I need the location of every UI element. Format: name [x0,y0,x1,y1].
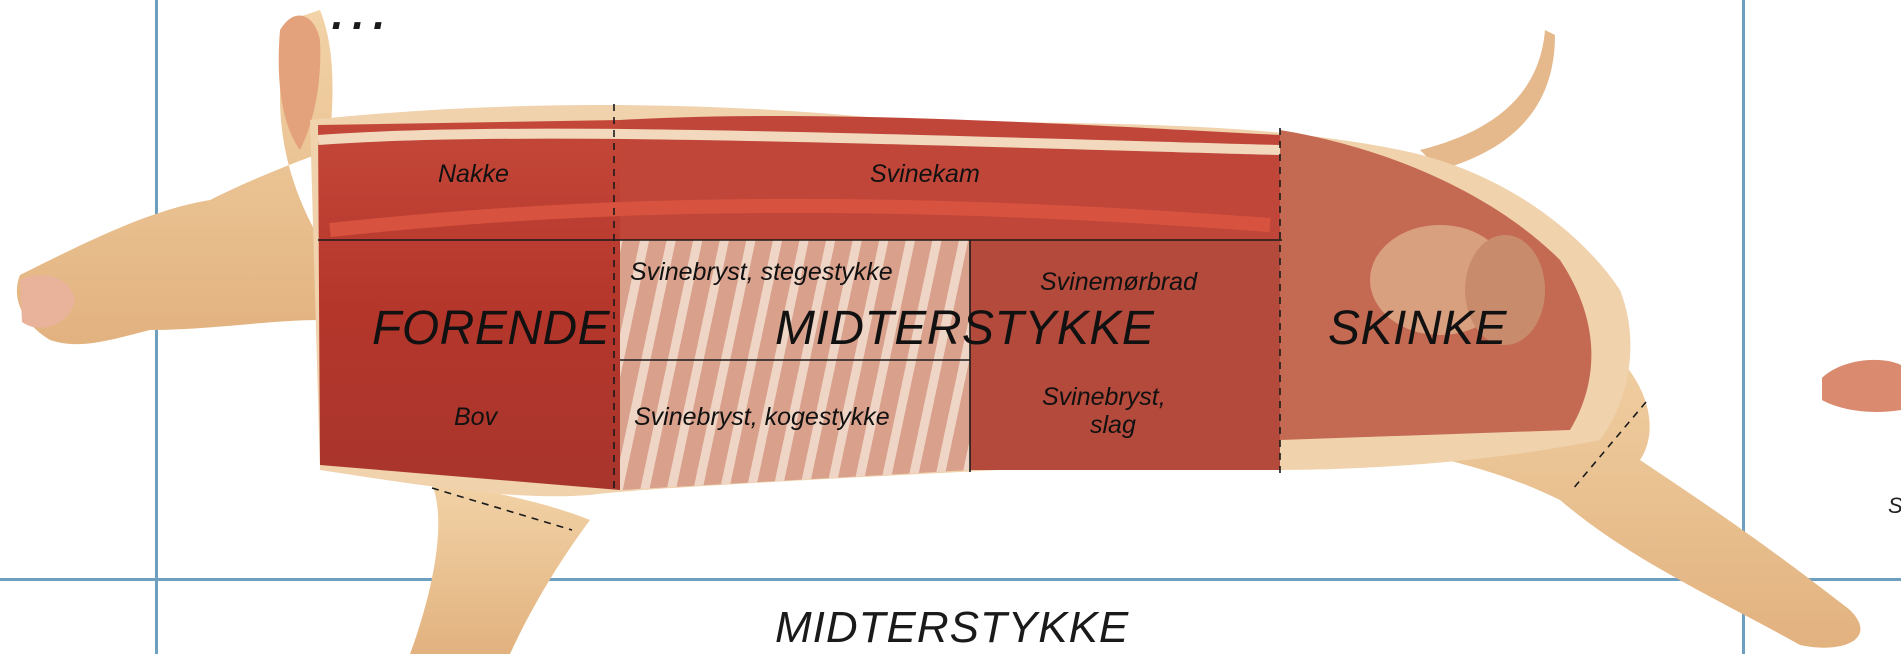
label-svinekam: Svinekam [870,162,980,187]
label-forende: FORENDE [372,305,610,353]
label-skinke: SKINKE [1328,305,1507,353]
label-slag-line1: Svinebryst, [1042,385,1166,410]
label-slag-line2: slag [1090,413,1136,438]
label-stegestykke: Svinebryst, stegestykke [630,260,893,285]
label-moerbrad: Svinemørbrad [1040,270,1197,295]
bottom-section-label: MIDTERSTYKKE [775,603,1129,653]
detached-trotter [1822,360,1901,412]
pig-tail [1420,30,1555,170]
front-leg [410,480,590,654]
label-nakke: Nakke [438,162,509,187]
edge-letter: S [1888,493,1901,519]
label-kogestykke: Svinebryst, kogestykke [634,405,890,430]
label-bov: Bov [454,405,497,430]
label-midterstykke: MIDTERSTYKKE [775,305,1154,353]
